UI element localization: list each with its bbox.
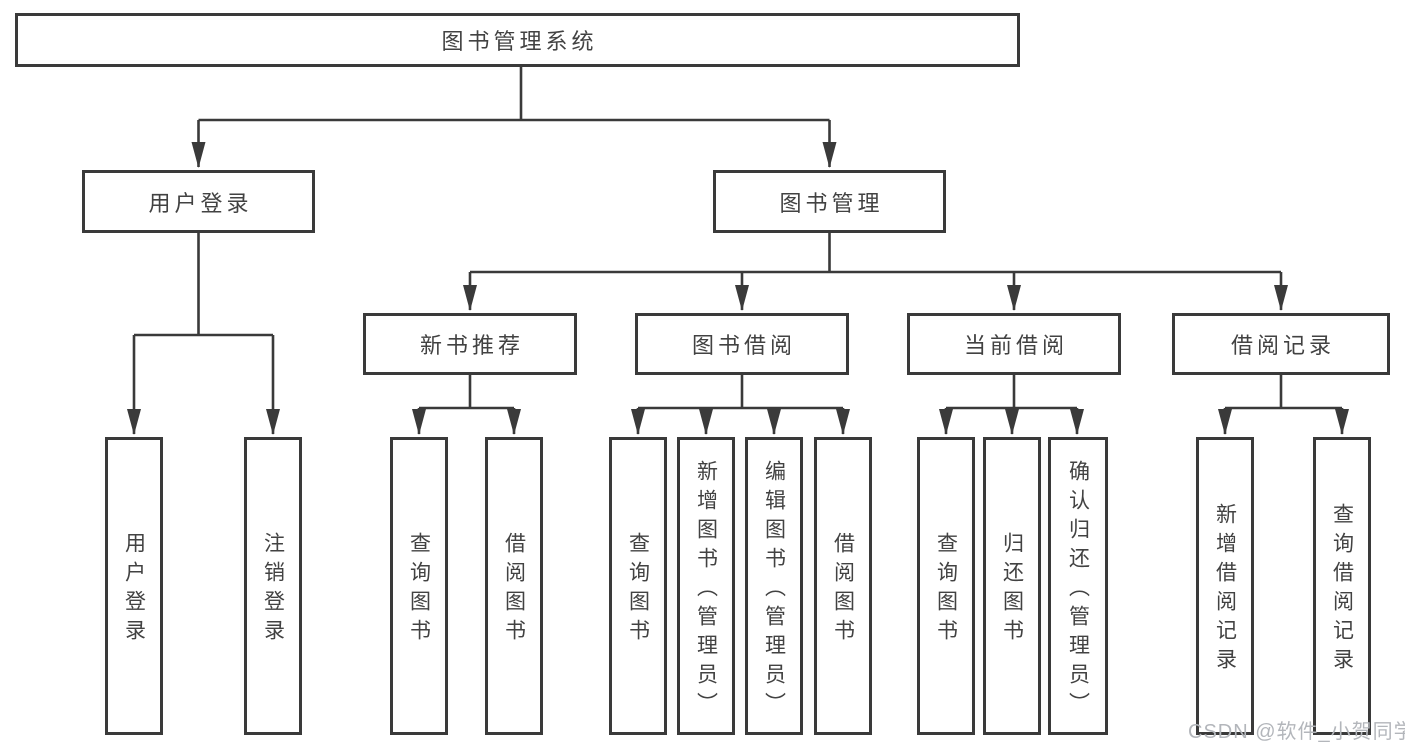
node-label: 图书管理 xyxy=(779,190,884,216)
leaf-query-books-recommend: 查询图书 xyxy=(390,437,448,735)
node-label: 借阅记录 xyxy=(1230,333,1335,358)
leaf-edit-books-admin: 编辑图书（管理员） xyxy=(745,437,803,735)
leaf-query-books-current: 查询图书 xyxy=(917,437,975,735)
csdn-watermark: CSDN @软件_小贺同学 xyxy=(1188,721,1405,743)
leaf-query-borrow-record: 查询借阅记录 xyxy=(1313,437,1371,735)
node-book-borrow: 图书借阅 xyxy=(635,313,849,375)
leaf-return-books: 归还图书 xyxy=(983,437,1041,735)
leaf-user-login: 用户登录 xyxy=(105,437,163,735)
node-label: 借阅图书 xyxy=(831,532,855,648)
node-current-borrow: 当前借阅 xyxy=(907,313,1121,375)
node-borrow-records: 借阅记录 xyxy=(1172,313,1390,375)
node-new-book-recommend: 新书推荐 xyxy=(363,313,577,375)
node-label: 图书借阅 xyxy=(691,333,796,358)
node-label: 用户登录 xyxy=(122,532,146,648)
node-label: 新增图书（管理员） xyxy=(694,459,718,721)
node-label: 图书管理系统 xyxy=(441,29,598,54)
node-label: 借阅图书 xyxy=(502,532,526,648)
node-root-system: 图书管理系统 xyxy=(15,13,1020,67)
node-label: 注销登录 xyxy=(261,532,285,648)
node-label: 查询图书 xyxy=(934,532,958,648)
node-label: 确认归还（管理员） xyxy=(1066,459,1090,721)
node-book-management: 图书管理 xyxy=(713,170,946,233)
node-label: 查询图书 xyxy=(626,532,650,648)
leaf-logout: 注销登录 xyxy=(244,437,302,735)
node-label: 编辑图书（管理员） xyxy=(762,459,786,721)
node-label: 查询图书 xyxy=(407,532,431,648)
node-user-login: 用户登录 xyxy=(82,170,315,233)
leaf-confirm-return-admin: 确认归还（管理员） xyxy=(1048,437,1108,735)
leaf-add-borrow-record: 新增借阅记录 xyxy=(1196,437,1254,735)
node-label: 归还图书 xyxy=(1000,532,1024,648)
node-label: 用户登录 xyxy=(148,190,253,216)
node-label: 查询借阅记录 xyxy=(1330,503,1354,677)
leaf-borrow-books-recommend: 借阅图书 xyxy=(485,437,543,735)
node-label: 当前借阅 xyxy=(963,333,1068,358)
leaf-borrow-books: 借阅图书 xyxy=(814,437,872,735)
node-label: 新增借阅记录 xyxy=(1213,503,1237,677)
leaf-query-books-borrow: 查询图书 xyxy=(609,437,667,735)
leaf-add-books-admin: 新增图书（管理员） xyxy=(677,437,735,735)
node-label: 新书推荐 xyxy=(419,333,524,358)
